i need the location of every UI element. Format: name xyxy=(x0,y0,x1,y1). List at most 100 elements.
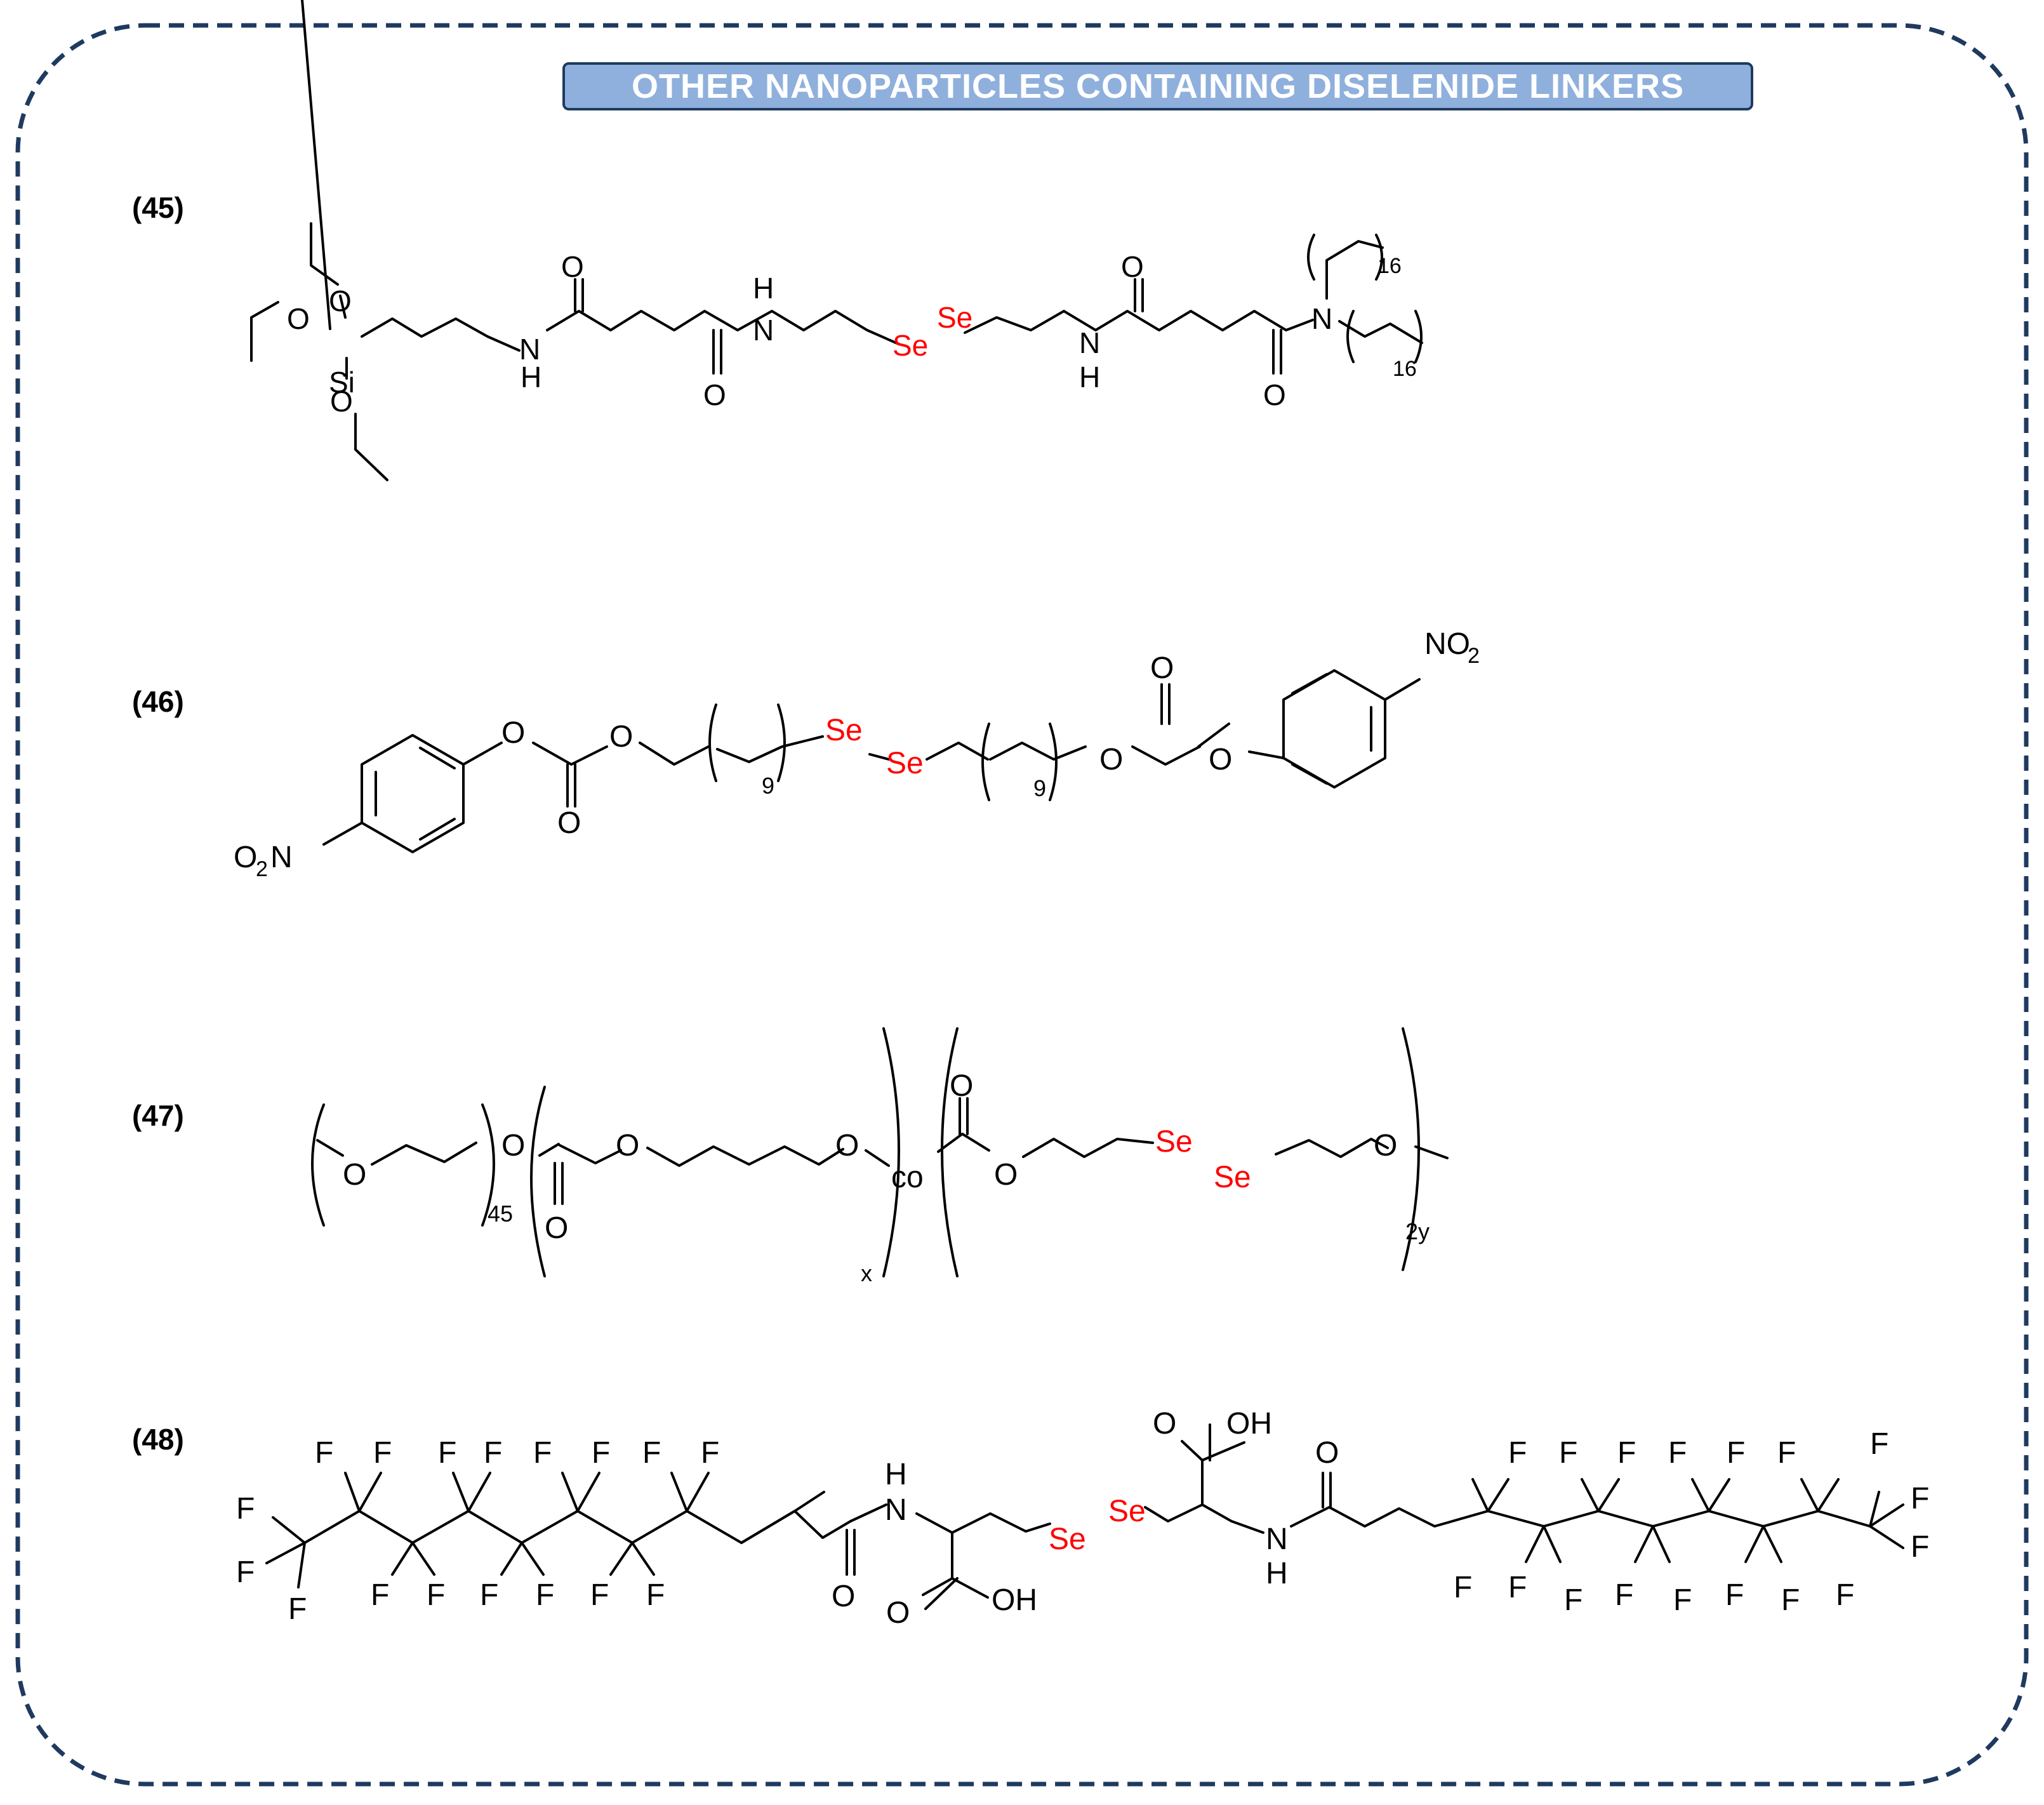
atom-f: F xyxy=(288,1592,307,1626)
atom-n: NO xyxy=(1424,627,1470,661)
atom-n: N xyxy=(1079,326,1100,359)
atom-f: F xyxy=(1668,1436,1687,1470)
compound-46-label: (46) xyxy=(132,685,184,718)
atom-si: Si xyxy=(329,366,355,399)
atom-f: F xyxy=(1836,1578,1854,1612)
atom-f: F xyxy=(1508,1571,1527,1604)
atom-f: F xyxy=(536,1578,554,1612)
atom-f: F xyxy=(701,1436,719,1470)
atom-oh: OH xyxy=(1226,1407,1272,1441)
atom-f: F xyxy=(236,1492,255,1526)
atom-o: O xyxy=(1121,250,1144,283)
atom-o: O xyxy=(616,1129,639,1162)
atom-n: N xyxy=(885,1493,907,1527)
compound-47-label: (47) xyxy=(132,1099,184,1132)
atom-f: F xyxy=(646,1578,665,1612)
atom-f: F xyxy=(533,1436,552,1470)
atom-o: O xyxy=(1315,1436,1339,1470)
atom-f: F xyxy=(373,1436,392,1470)
atom-o: O xyxy=(501,716,525,750)
atom-f: F xyxy=(1725,1578,1744,1612)
atom-f: F xyxy=(371,1578,389,1612)
atom-o: O xyxy=(287,302,310,335)
atom-o: O xyxy=(501,1129,525,1162)
subscript-2: 2 xyxy=(256,857,268,881)
atom-o: O xyxy=(835,1129,859,1162)
atom-f: F xyxy=(1911,1482,1929,1515)
atom-o: O xyxy=(950,1069,973,1103)
atom-o: O xyxy=(329,284,352,317)
subscript-9: 9 xyxy=(1033,775,1046,801)
subscript-16: 16 xyxy=(1377,254,1402,278)
atom-f: F xyxy=(1727,1436,1745,1470)
atom-o: O xyxy=(703,378,726,411)
atom-h: H xyxy=(1079,361,1100,394)
atom-f: F xyxy=(480,1578,498,1612)
copolymer-co: co xyxy=(891,1161,924,1194)
subscript-x: x xyxy=(861,1260,872,1286)
subscript-9: 9 xyxy=(762,773,774,799)
atom-h: H xyxy=(1266,1557,1288,1590)
atom-o: O xyxy=(1150,651,1174,685)
atom-o: O xyxy=(234,841,257,874)
atom-h: H xyxy=(521,361,541,394)
atom-o: O xyxy=(545,1211,568,1245)
atom-o: O xyxy=(994,1158,1018,1192)
atom-se: Se xyxy=(825,714,863,747)
atom-o: O xyxy=(1099,743,1123,776)
atom-se: Se xyxy=(1049,1522,1086,1556)
atom-o: O xyxy=(832,1580,855,1613)
subscript-2: 2 xyxy=(1468,644,1480,668)
atom-f: F xyxy=(1508,1436,1527,1470)
atom-f: F xyxy=(438,1436,456,1470)
atom-f: F xyxy=(590,1578,609,1612)
atom-se: Se xyxy=(893,329,928,362)
atom-f: F xyxy=(484,1436,502,1470)
atom-o: O xyxy=(886,1596,910,1630)
atom-f: F xyxy=(1781,1583,1800,1617)
atom-f: F xyxy=(1559,1436,1577,1470)
atom-n: N xyxy=(519,333,540,366)
atom-se: Se xyxy=(1214,1161,1251,1194)
atom-h: H xyxy=(753,272,774,305)
subscript-45: 45 xyxy=(488,1201,513,1227)
atom-f: F xyxy=(1564,1583,1583,1617)
subscript-2y: 2y xyxy=(1405,1218,1430,1244)
banner: OTHER NANOPARTICLES CONTAINING DISELENID… xyxy=(562,62,1753,110)
atom-o: O xyxy=(1209,743,1232,776)
subscript-16: 16 xyxy=(1393,357,1417,381)
atom-f: F xyxy=(1870,1427,1888,1461)
atom-f: F xyxy=(1454,1571,1472,1604)
atom-o: O xyxy=(1263,378,1286,411)
dashed-border xyxy=(15,23,2029,1787)
atom-se: Se xyxy=(937,301,972,334)
atom-f: F xyxy=(1911,1530,1929,1564)
atom-se: Se xyxy=(1155,1125,1193,1159)
atom-f: F xyxy=(642,1436,661,1470)
atom-o: O xyxy=(557,806,581,840)
atom-o: O xyxy=(330,385,353,418)
atom-se: Se xyxy=(1108,1495,1146,1528)
atom-n: N xyxy=(1266,1522,1288,1556)
atom-n: N xyxy=(1311,302,1332,335)
atom-o: O xyxy=(609,720,633,754)
compound-48-label: (48) xyxy=(132,1423,184,1456)
atom-f: F xyxy=(1617,1436,1636,1470)
banner-title: OTHER NANOPARTICLES CONTAINING DISELENID… xyxy=(631,67,1685,105)
atom-n: N xyxy=(270,841,293,874)
compound-45-label: (45) xyxy=(132,191,184,224)
atom-se: Se xyxy=(886,747,924,780)
atom-f: F xyxy=(427,1578,445,1612)
atom-oh: OH xyxy=(992,1583,1037,1617)
atom-f: F xyxy=(315,1436,333,1470)
atom-n: N xyxy=(753,314,774,347)
atom-o: O xyxy=(561,250,584,283)
atom-f: F xyxy=(1777,1436,1796,1470)
atom-f: F xyxy=(592,1436,610,1470)
atom-o: O xyxy=(343,1158,366,1192)
